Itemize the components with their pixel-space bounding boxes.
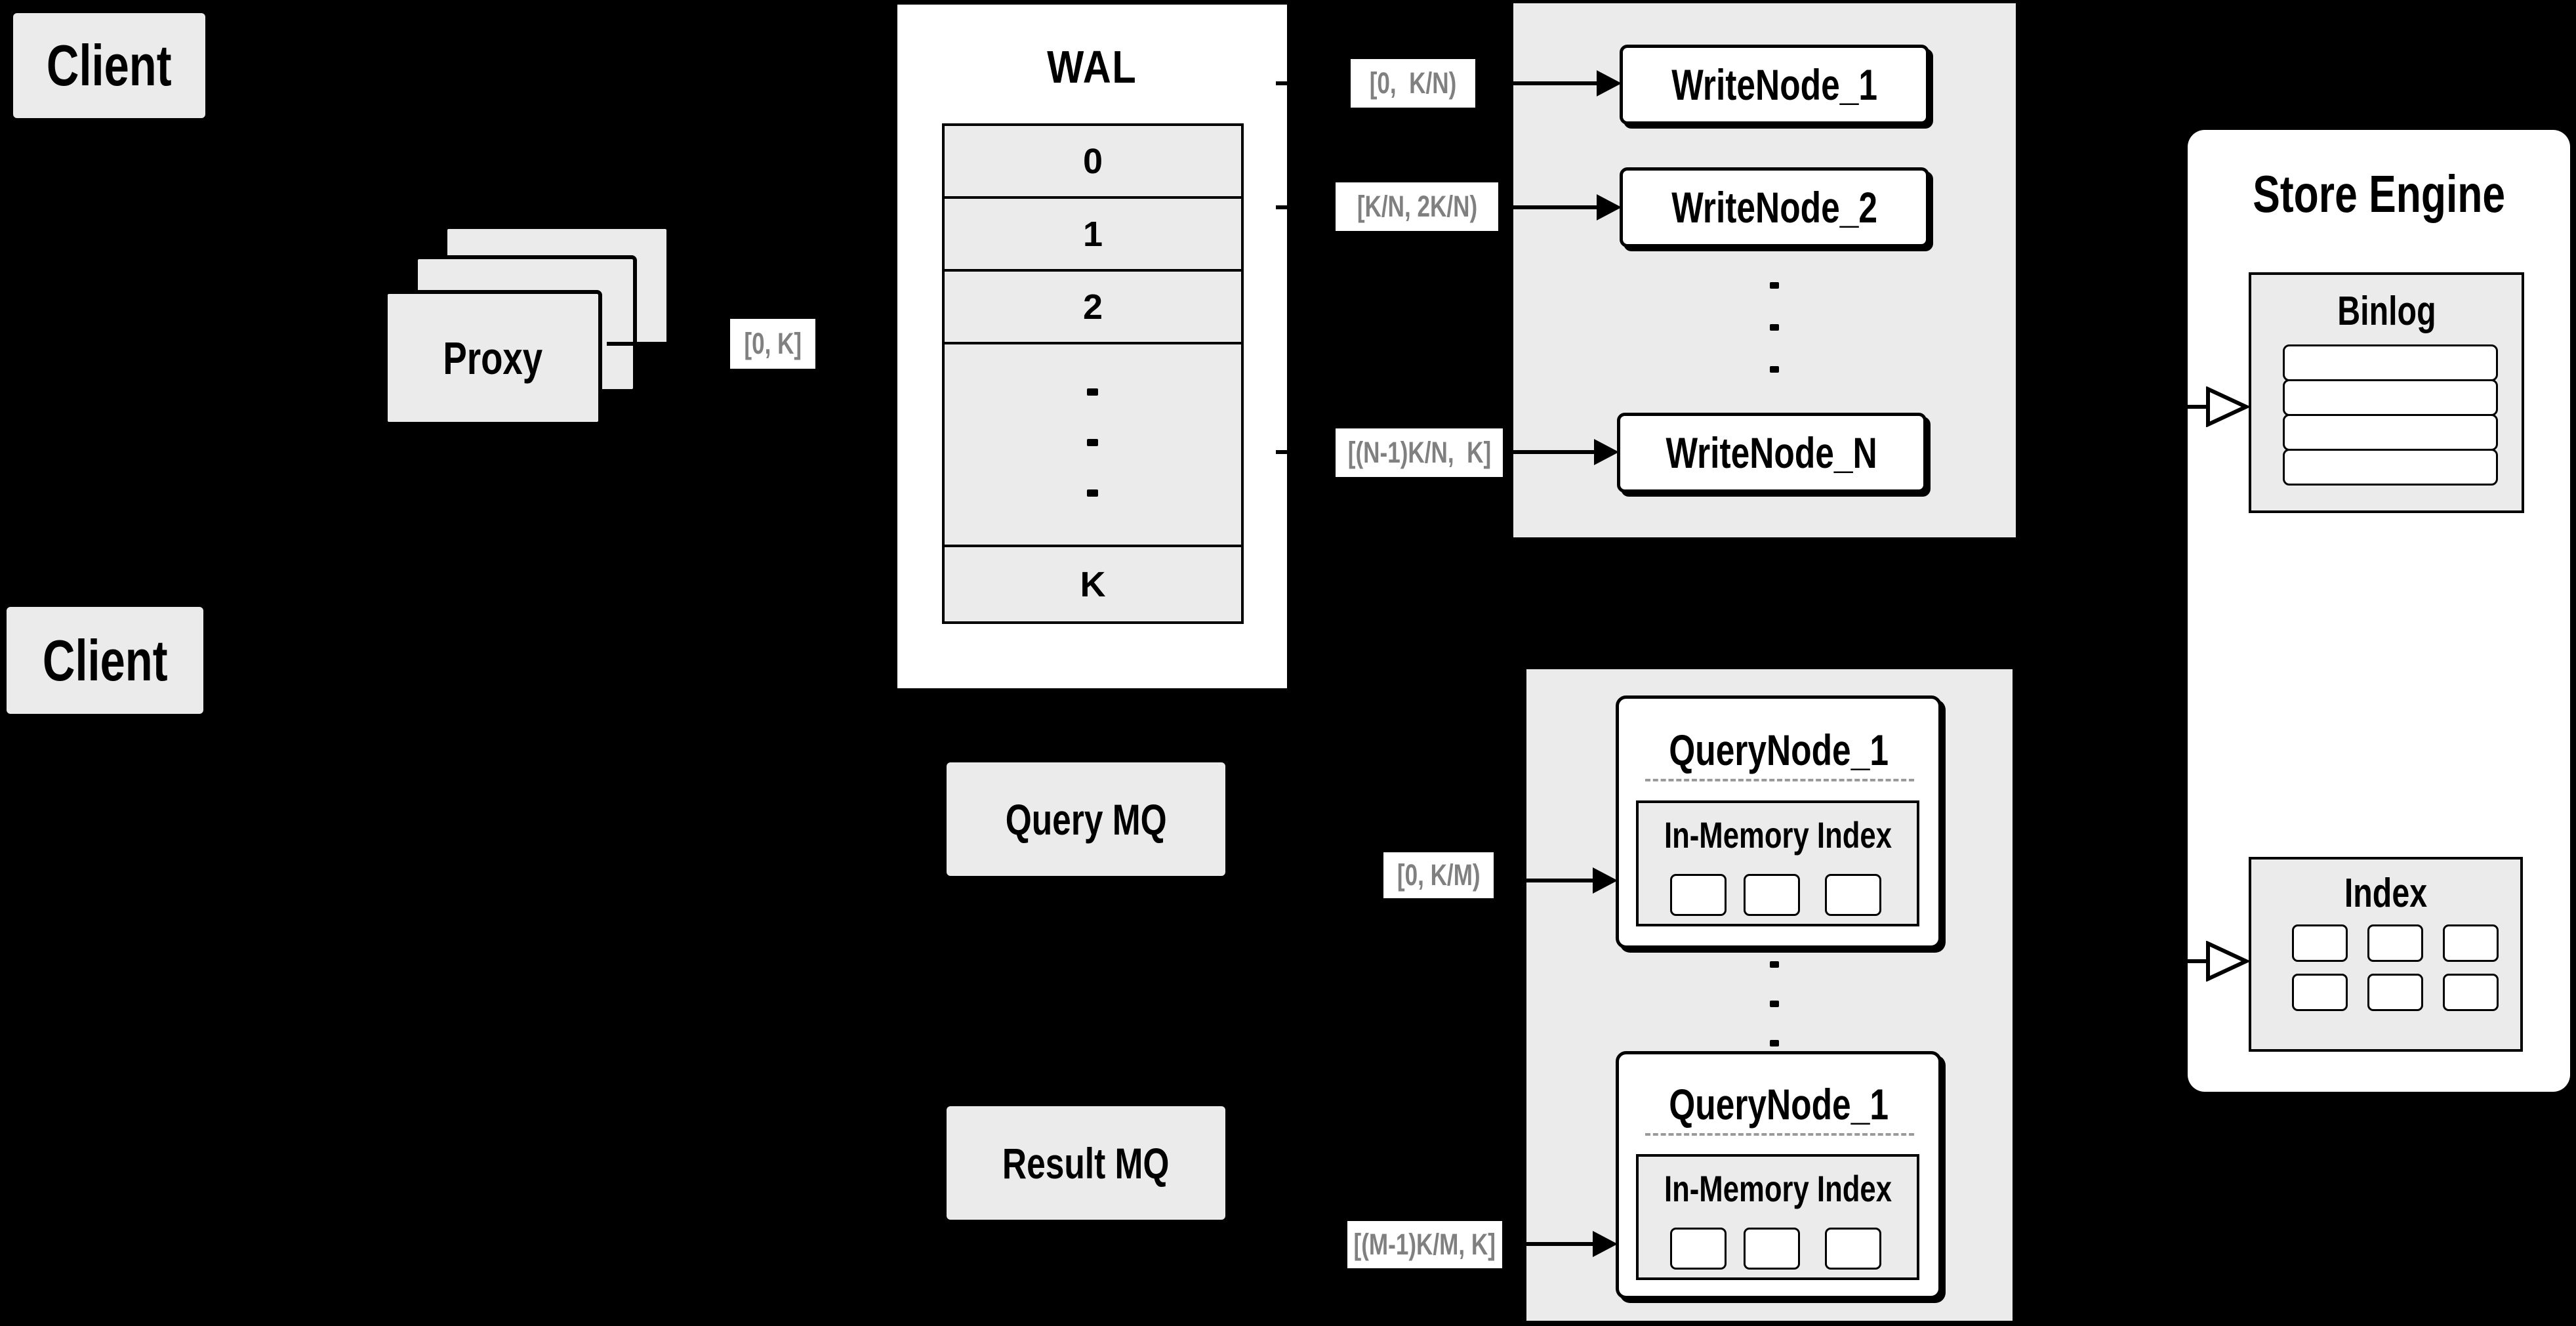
write-node-box-1: WriteNode_1 <box>1620 45 1929 125</box>
wal-title: WAL <box>1047 41 1137 93</box>
binlog-title: Binlog <box>2337 288 2436 334</box>
write-node-label: WriteNode_1 <box>1671 60 1877 109</box>
wal-segment-label: 0 <box>1082 141 1103 181</box>
index-segment-cell <box>1670 1228 1727 1270</box>
query-range-label-2: [(M-1)K/M, K] <box>1347 1221 1502 1268</box>
index-title: Index <box>2344 870 2428 916</box>
arrow-querymq-to-querynode1-head <box>1593 867 1618 894</box>
client-bottom-label: Client <box>42 627 168 693</box>
store-engine-title: Store Engine <box>2253 164 2505 223</box>
query-range-label-1: [0, K/M) <box>1383 852 1494 898</box>
arrow-wal-to-writenodeN-head <box>1594 439 1619 465</box>
binlog-row <box>2283 379 2498 416</box>
query-mq-label: Query MQ <box>1005 795 1167 844</box>
wal-ellipsis <box>1087 388 1098 497</box>
write-node-label: WriteNode_2 <box>1671 183 1877 232</box>
wal-segment-label: 2 <box>1082 287 1103 327</box>
ellipsis-dot <box>1770 1040 1779 1046</box>
ellipsis-dot <box>1087 388 1098 396</box>
write-range-label-1: [0, K/N) <box>1351 59 1475 108</box>
wal-segment-row-k: K <box>942 545 1244 624</box>
ellipsis-dot <box>1087 489 1098 497</box>
proxy-range-label: [0, K] <box>730 319 815 369</box>
wal-segment-label: K <box>1080 564 1106 604</box>
in-memory-index-title-wrap: In-Memory Index <box>1639 1162 1917 1214</box>
arrow-resultmq-to-querynode2-head <box>1593 1231 1618 1257</box>
in-memory-index-title-wrap: In-Memory Index <box>1639 808 1917 861</box>
write-node-label: WriteNode_N <box>1666 428 1878 477</box>
index-box: Index <box>2249 857 2523 1052</box>
index-cell <box>2367 924 2423 962</box>
write-cluster-ellipsis <box>1770 282 1779 373</box>
ellipsis-dot <box>1770 961 1779 968</box>
hollow-arrowhead-index-icon <box>2206 941 2249 982</box>
proxy-label: Proxy <box>443 332 543 384</box>
dashed-divider <box>1645 779 1914 781</box>
proxy-stack: Proxy <box>378 220 680 436</box>
arrow-writenodes-to-binlog-line <box>2133 405 2209 409</box>
write-node-box-n: WriteNode_N <box>1617 413 1927 493</box>
ellipsis-dot <box>1087 439 1098 446</box>
binlog-row <box>2283 344 2498 381</box>
client-top-label: Client <box>47 33 172 98</box>
query-node-box-2: QueryNode_1 In-Memory Index <box>1616 1051 1942 1299</box>
ellipsis-dot <box>1770 282 1779 289</box>
wal-title-wrap: WAL <box>897 31 1287 103</box>
wal-segment-label: 1 <box>1082 214 1103 254</box>
index-segment-cell <box>1825 1228 1881 1270</box>
ellipsis-dot <box>1770 324 1779 331</box>
arrow-querynodes-to-index-line <box>2133 959 2209 963</box>
in-memory-index-box: In-Memory Index <box>1636 1154 1919 1280</box>
store-engine-title-wrap: Store Engine <box>2188 156 2570 232</box>
binlog-row <box>2283 414 2498 451</box>
index-segment-cell <box>1670 874 1727 916</box>
ellipsis-dot <box>1770 1001 1779 1007</box>
query-node-title: QueryNode_1 <box>1669 1080 1889 1129</box>
client-box-bottom: Client <box>7 607 203 714</box>
result-mq-box: Result MQ <box>947 1106 1225 1220</box>
wal-segment-row-1: 1 <box>942 196 1244 272</box>
index-segment-cell <box>1825 874 1881 916</box>
index-cell <box>2443 974 2499 1011</box>
in-memory-index-title: In-Memory Index <box>1664 1167 1892 1209</box>
query-node-box-1: QueryNode_1 In-Memory Index <box>1616 695 1942 949</box>
binlog-row <box>2283 449 2498 486</box>
index-cell <box>2292 924 2348 962</box>
write-node-box-2: WriteNode_2 <box>1620 167 1929 247</box>
result-mq-label: Result MQ <box>1002 1138 1170 1188</box>
query-node-title-wrap: QueryNode_1 <box>1619 1071 1938 1137</box>
binlog-title-wrap: Binlog <box>2251 281 2522 341</box>
in-memory-index-title: In-Memory Index <box>1664 814 1892 856</box>
index-title-wrap: Index <box>2251 865 2520 921</box>
index-cell <box>2292 974 2348 1011</box>
dashed-divider <box>1645 1133 1914 1136</box>
query-cluster-ellipsis <box>1770 961 1779 1046</box>
query-node-title: QueryNode_1 <box>1669 726 1889 774</box>
client-box-top: Client <box>13 13 205 118</box>
wal-segment-row-2: 2 <box>942 269 1244 344</box>
write-range-label-3: [(N-1)K/N, K] <box>1336 428 1503 477</box>
hollow-arrowhead-binlog-icon <box>2206 386 2249 427</box>
arrow-wal-to-writenode2-head <box>1597 194 1622 220</box>
wal-segment-row-0: 0 <box>942 123 1244 199</box>
proxy-front-card: Proxy <box>384 290 602 426</box>
arrow-wal-to-writenode1-head <box>1597 70 1622 96</box>
in-memory-index-box: In-Memory Index <box>1636 800 1919 926</box>
index-segment-cell <box>1744 1228 1800 1270</box>
index-segment-cell <box>1744 874 1800 916</box>
arrow-proxy-to-wal-head <box>870 331 895 357</box>
query-node-title-wrap: QueryNode_1 <box>1619 717 1938 783</box>
binlog-box: Binlog <box>2249 272 2524 513</box>
index-cell <box>2367 974 2423 1011</box>
write-range-label-2: [K/N, 2K/N) <box>1336 182 1498 231</box>
query-mq-box: Query MQ <box>947 762 1225 876</box>
index-cell <box>2443 924 2499 962</box>
ellipsis-dot <box>1770 366 1779 373</box>
